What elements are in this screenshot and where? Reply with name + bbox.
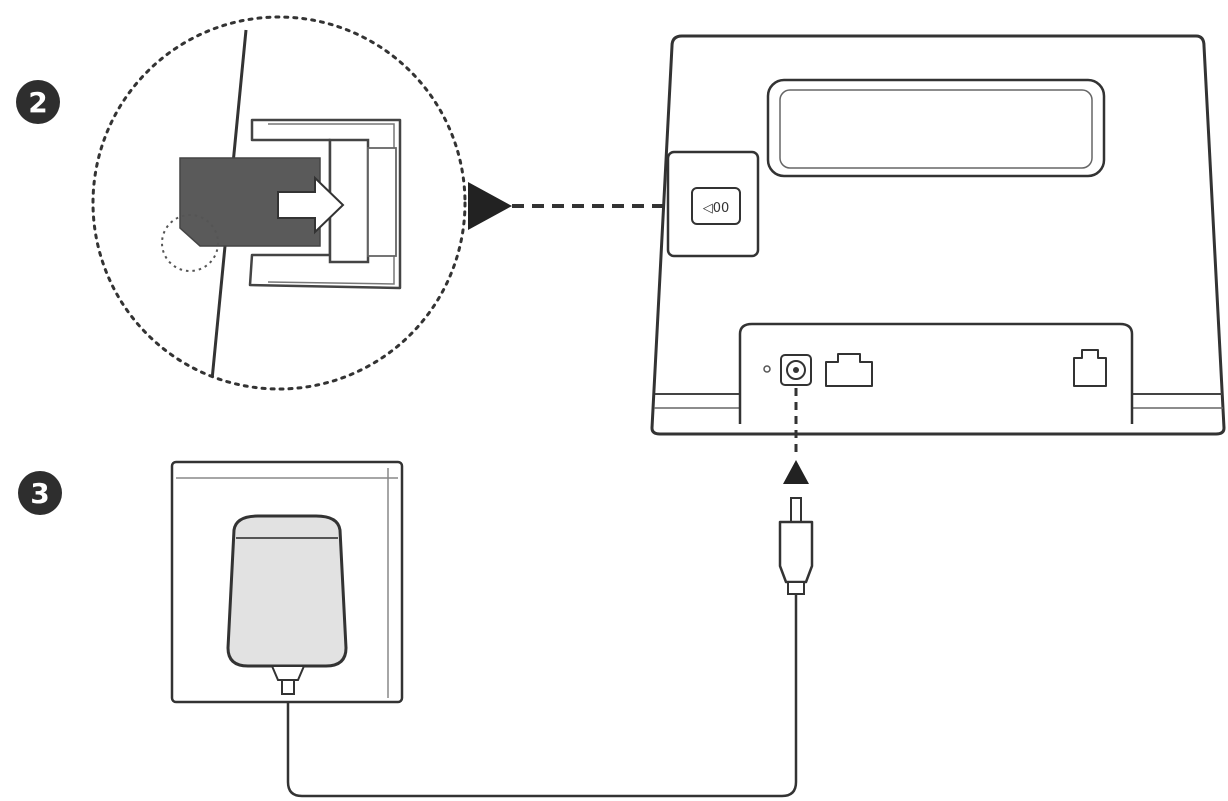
- sim-slot-cover: ◁00: [666, 150, 760, 258]
- router-device: ◁00: [650, 34, 1226, 456]
- sim-detail-magnifier: [91, 15, 467, 391]
- step-3-number: 3: [30, 477, 49, 510]
- sim-notch-indicator: [161, 214, 219, 272]
- port-panel: [738, 322, 1134, 456]
- sim-card: [179, 157, 321, 247]
- dc-jack-icon: [780, 354, 812, 386]
- step-3-badge: 3: [18, 471, 62, 515]
- power-cable: [286, 497, 814, 798]
- power-adapter: [226, 514, 348, 695]
- phone-port-icon: [1073, 349, 1107, 387]
- sim-slot-marking: ◁00: [703, 201, 730, 216]
- sim-tray: [248, 118, 402, 290]
- reset-pinhole: [763, 365, 771, 373]
- step-2-badge: 2: [16, 80, 60, 124]
- ethernet-port-icon: [825, 353, 873, 387]
- handle-recess: [766, 78, 1106, 178]
- arrow-right-icon: [277, 175, 345, 235]
- sim-slot-pointer: [468, 182, 686, 230]
- triangle-up-icon: [783, 460, 809, 484]
- triangle-right-icon: [468, 182, 512, 230]
- step-2-number: 2: [28, 86, 47, 119]
